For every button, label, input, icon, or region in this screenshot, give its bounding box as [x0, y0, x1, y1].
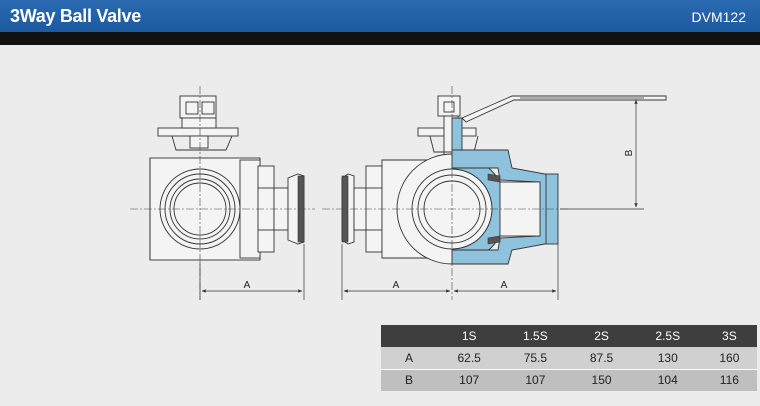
dim-a-label-left: A: [244, 280, 251, 291]
page-header: 3Way Ball Valve DVM122: [0, 0, 760, 32]
table-row: A 62.5 75.5 87.5 130 160: [381, 347, 757, 370]
table-header-cell: 1S: [437, 325, 502, 347]
left-valve-view: [130, 86, 315, 300]
dim-b-label: B: [624, 149, 635, 156]
table-cell: 150: [569, 369, 634, 391]
table-cell: 104: [633, 369, 702, 391]
table-cell: 87.5: [569, 347, 634, 370]
table-row: B 107 107 150 104 116: [381, 369, 757, 391]
table-row-label: A: [381, 347, 437, 370]
table-header-cell: 1.5S: [501, 325, 570, 347]
table-row-label: B: [381, 369, 437, 391]
right-valve-view: [322, 86, 667, 300]
table-cell: 75.5: [501, 347, 570, 370]
header-divider: [0, 32, 760, 45]
model-code: DVM122: [691, 9, 746, 25]
table-header-cell: 2.5S: [633, 325, 702, 347]
table-cell: 107: [437, 369, 502, 391]
table-header-row: 1S 1.5S 2S 2.5S 3S: [381, 325, 757, 347]
table-header-cell: 2S: [569, 325, 634, 347]
dimension-table: 1S 1.5S 2S 2.5S 3S A 62.5 75.5 87.5 130 …: [381, 325, 757, 391]
table-cell: 130: [633, 347, 702, 370]
page-title: 3Way Ball Valve: [10, 6, 141, 26]
table-header-cell: [381, 325, 437, 347]
table-header-cell: 3S: [701, 325, 757, 347]
table-cell: 107: [501, 369, 570, 391]
table-cell: 62.5: [437, 347, 502, 370]
dim-a-label-right: A: [501, 280, 508, 291]
dim-a-label-mid: A: [393, 280, 400, 291]
table-cell: 160: [701, 347, 757, 370]
valve-technical-drawing: .ln { fill: none; stroke: #333; stroke-w…: [130, 86, 667, 300]
table-cell: 116: [701, 369, 757, 391]
